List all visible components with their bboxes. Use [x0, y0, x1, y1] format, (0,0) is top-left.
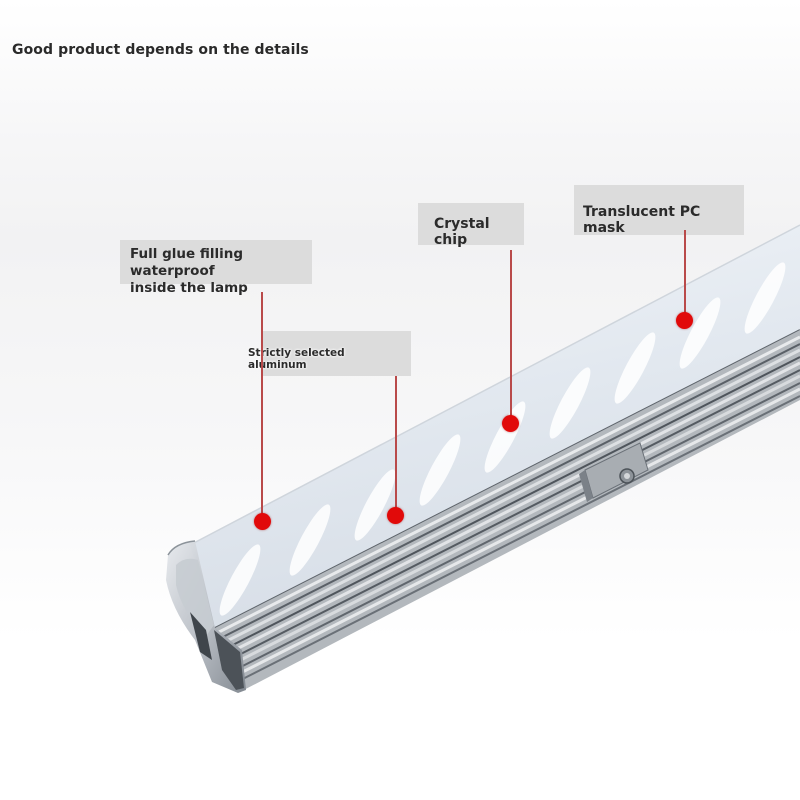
callout-label-crystal-chip: Crystal chip	[418, 203, 524, 248]
callout-text: Translucent PC mask	[583, 204, 701, 236]
callout-text-line1: Full glue filling waterproof	[130, 246, 244, 279]
leader-line-glue-filling	[261, 292, 263, 520]
page-headline: Good product depends on the details	[12, 42, 309, 58]
leader-line-pc-mask	[684, 230, 686, 320]
leader-line-crystal-chip	[510, 250, 512, 422]
callout-text: Crystal chip	[434, 216, 490, 248]
marker-dot-pc-mask	[676, 312, 693, 329]
leader-line-aluminum	[395, 376, 397, 516]
callout-label-aluminum: Strictly selected aluminum	[248, 331, 411, 376]
callout-text-line2: inside the lamp	[130, 280, 248, 296]
callout-label-glue-filling: Full glue filling waterproof inside the …	[120, 240, 312, 296]
end-cap	[166, 540, 246, 693]
aluminum-housing	[215, 330, 800, 692]
marker-dot-glue-filling	[254, 513, 271, 530]
marker-dot-aluminum	[387, 507, 404, 524]
callout-label-pc-mask: Translucent PC mask	[574, 185, 744, 236]
mounting-bracket	[579, 442, 649, 502]
marker-dot-crystal-chip	[502, 415, 519, 432]
